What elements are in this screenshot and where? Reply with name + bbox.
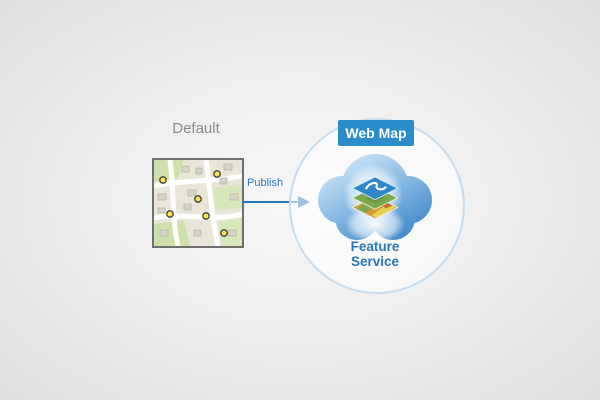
publish-label: Publish: [247, 177, 284, 189]
feature-service-label: Feature Service: [350, 239, 400, 269]
map-layers-icon: [351, 176, 399, 220]
web-map-badge: Web Map: [338, 120, 414, 146]
map-thumbnail-icon: [153, 159, 243, 247]
default-label: Default: [172, 120, 220, 137]
yellow-point-marker-icon: [159, 170, 228, 237]
map-thumbnail: [152, 158, 244, 248]
